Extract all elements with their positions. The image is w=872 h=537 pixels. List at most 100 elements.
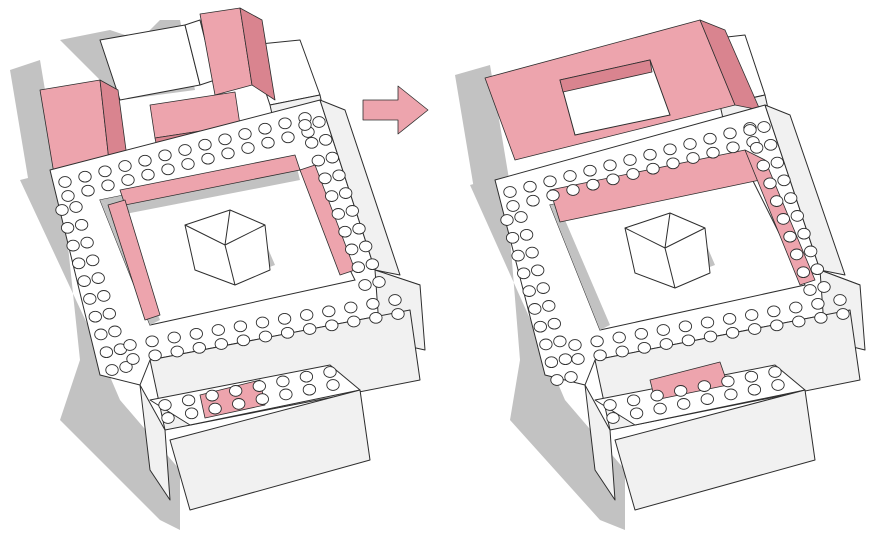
column-marker [73,258,85,269]
column-marker [837,309,849,320]
column-marker [627,169,639,180]
column-marker [745,371,757,382]
column-marker [526,247,538,258]
column-marker [701,394,713,405]
column-marker [78,276,90,287]
column-marker [572,354,584,365]
column-marker [278,313,290,324]
column-marker [370,312,382,323]
column-marker [95,329,107,340]
column-marker [300,371,312,382]
column-marker [100,347,112,358]
column-marker [348,316,360,327]
column-marker [304,324,316,335]
column-marker [256,394,268,405]
column-marker [346,206,358,217]
column-marker [744,125,756,136]
column-marker [313,117,325,128]
column-marker [389,295,401,306]
column-marker [306,137,318,148]
column-marker [281,327,293,338]
column-marker [332,209,344,220]
column-marker [675,386,687,397]
column-marker [684,139,696,150]
column-marker [771,320,783,331]
column-marker [506,232,518,243]
column-marker [527,195,539,206]
column-marker [804,285,816,296]
column-marker [565,372,577,383]
column-marker [771,196,783,207]
column-marker [106,365,118,376]
column-marker [751,142,763,153]
column-marker [262,137,274,148]
column-marker [559,354,571,365]
column-marker [282,132,294,143]
column-marker [280,389,292,400]
column-marker [320,134,332,145]
column-marker [352,262,364,273]
column-marker [75,219,87,230]
column-marker [543,301,555,312]
column-marker [591,336,603,347]
column-marker [765,139,777,150]
column-marker [797,267,809,278]
column-marker [777,214,789,225]
column-marker [70,202,82,213]
column-marker [259,331,271,342]
column-marker [279,118,291,129]
column-marker [604,160,616,171]
column-marker [657,325,669,336]
column-marker [162,413,174,424]
column-marker [746,310,758,321]
column-marker [785,193,797,204]
column-marker [607,174,619,185]
column-marker [660,339,672,350]
column-marker [540,339,552,350]
column-marker [103,308,115,319]
column-marker [544,176,556,187]
column-marker [326,320,338,331]
column-marker [758,122,770,133]
column-marker [242,143,254,154]
column-marker [504,187,516,198]
column-marker [784,231,796,242]
column-marker [179,145,191,156]
column-marker [613,332,625,343]
column-marker [704,133,716,144]
column-marker [230,386,242,397]
column-marker [212,325,224,336]
column-marker [109,326,121,337]
column-marker [501,215,513,226]
column-marker [727,142,739,153]
column-marker [345,302,357,313]
column-marker [812,298,824,309]
column-marker [520,229,532,240]
column-marker [319,173,331,184]
column-marker [791,211,803,222]
column-marker [253,381,265,392]
column-marker [146,336,158,347]
column-marker [303,384,315,395]
column-marker [564,171,576,182]
column-marker [92,273,104,284]
column-marker [682,335,694,346]
column-marker [239,129,251,140]
column-marker [199,139,211,150]
column-marker [392,309,404,320]
transformation-arrow [363,86,428,134]
column-marker [647,163,659,174]
column-marker [326,191,338,202]
column-marker [532,265,544,276]
column-marker [798,228,810,239]
column-marker [524,181,536,192]
column-marker [701,317,713,328]
column-marker [373,277,385,288]
column-marker [340,188,352,199]
column-marker [98,291,110,302]
column-marker [704,331,716,342]
column-marker [122,175,134,186]
column-marker [159,150,171,161]
column-marker [651,390,663,401]
column-marker [67,240,79,251]
